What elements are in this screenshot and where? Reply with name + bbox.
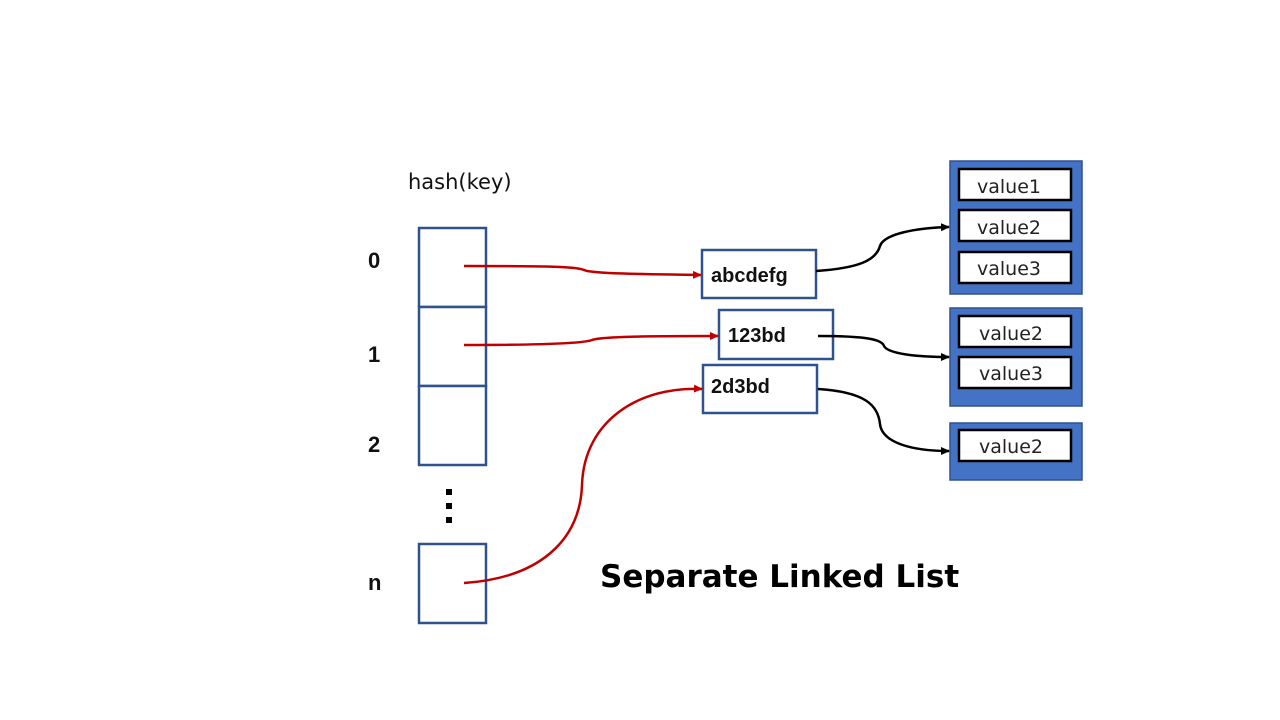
bucket-index-0: 0 <box>368 248 380 273</box>
bucket-1 <box>417 305 488 388</box>
value-box <box>957 314 1073 349</box>
value-box <box>957 355 1073 390</box>
bucket-index-2: 2 <box>368 432 380 457</box>
value-box <box>957 250 1073 285</box>
key-label-abcdefg: abcdefg <box>711 265 788 287</box>
ellipsis-dot <box>446 503 452 509</box>
value-label: value2 <box>979 323 1043 345</box>
key-label-123bd: 123bd <box>728 325 786 347</box>
ellipsis-dot <box>446 517 452 523</box>
bucket-2 <box>417 384 488 467</box>
value-label: value3 <box>979 363 1043 385</box>
bucket-n-arrow <box>463 384 703 585</box>
key-box-abcdefg <box>700 248 818 300</box>
key-2d3bd-arrow <box>817 387 950 455</box>
ellipsis-dot <box>446 489 452 495</box>
bucket-0-arrow <box>463 264 702 279</box>
value-box <box>957 208 1073 243</box>
value-box <box>957 167 1073 202</box>
bucket-1-arrow <box>463 332 719 347</box>
bucket-index-n: n <box>368 570 381 595</box>
bucket-index-1: 1 <box>368 342 380 367</box>
bucket-array <box>417 226 488 625</box>
value-label: value1 <box>977 176 1041 198</box>
value-label: value2 <box>977 217 1041 239</box>
key-abcdefg-arrow <box>815 223 950 273</box>
ellipsis-dots <box>446 489 452 523</box>
hash-key-label: hash(key) <box>408 170 512 194</box>
value-box <box>957 428 1073 463</box>
diagram-title: Separate Linked List <box>600 559 959 595</box>
value-label: value2 <box>979 436 1043 458</box>
key-box-2d3bd <box>701 363 819 415</box>
bucket-n <box>417 542 488 625</box>
key-123bd-arrow <box>817 334 950 361</box>
key-box-123bd <box>717 308 835 361</box>
key-label-2d3bd: 2d3bd <box>711 376 770 398</box>
value-label: value3 <box>977 258 1041 280</box>
bucket-0 <box>417 226 488 309</box>
